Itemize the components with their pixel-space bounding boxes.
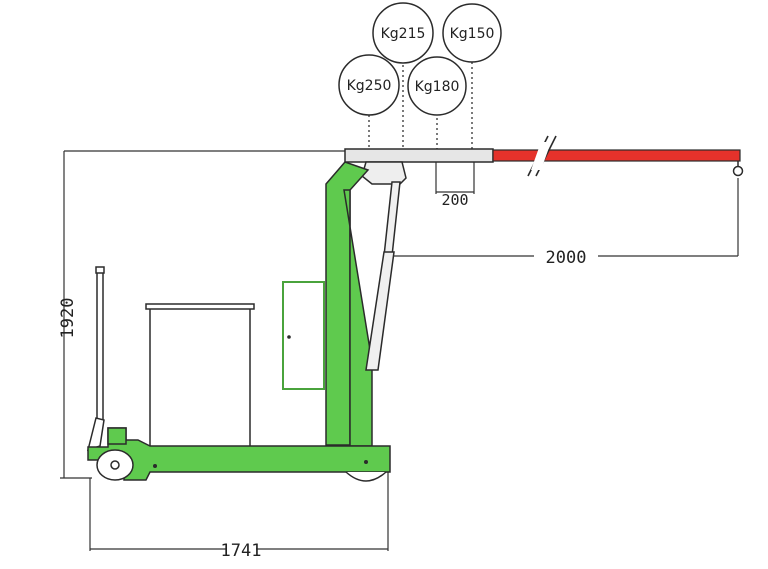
boom-extension xyxy=(492,149,741,162)
hook-icon xyxy=(732,161,744,177)
length-dimension: 1741 xyxy=(89,472,389,561)
rear-wheel xyxy=(96,449,134,481)
control-box-knob xyxy=(287,335,291,339)
height-label: 1920 xyxy=(58,298,78,339)
length-label: 1741 xyxy=(221,541,262,561)
height-dimension: 1920 xyxy=(58,150,345,479)
load-circle-250: Kg250 xyxy=(338,54,400,116)
load-label-180: Kg180 xyxy=(415,79,460,95)
load-circle-150: Kg150 xyxy=(442,3,502,63)
reach-dimension: 2000 xyxy=(393,178,739,268)
counterweight-box xyxy=(145,303,255,448)
chassis xyxy=(87,427,391,481)
boom-bracket xyxy=(361,161,407,185)
chassis-bolt xyxy=(153,464,157,468)
step-dimension: 200 xyxy=(435,156,475,209)
front-wheel xyxy=(345,471,387,482)
chassis-bolt xyxy=(364,460,368,464)
load-label-150: Kg150 xyxy=(450,26,495,42)
step-label: 200 xyxy=(441,191,468,209)
boom-base-section xyxy=(344,148,494,163)
load-circle-180: Kg180 xyxy=(407,56,467,116)
tow-handle xyxy=(86,266,105,452)
load-circle-215: Kg215 xyxy=(372,2,434,64)
load-label-215: Kg215 xyxy=(381,26,426,42)
reach-label: 2000 xyxy=(546,248,587,268)
hydraulic-cylinder xyxy=(365,181,401,371)
boom xyxy=(344,135,744,177)
load-label-250: Kg250 xyxy=(347,78,392,94)
